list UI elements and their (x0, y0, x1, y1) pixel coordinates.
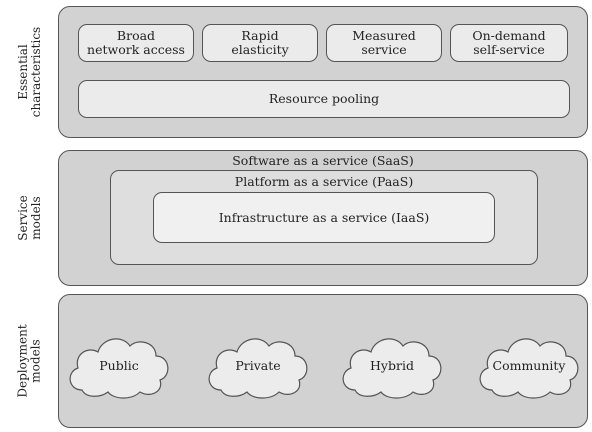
paas-label: Platform as a service (PaaS) (234, 174, 414, 189)
broad-network-access-box: Broad network access (78, 24, 194, 62)
deployment-models-text: Deployment models (16, 324, 43, 398)
cloud-icon (208, 338, 308, 399)
cloud-icon (479, 338, 579, 399)
essential-characteristics-text: Essential characteristics (16, 26, 44, 118)
public-label: Public (99, 357, 139, 373)
deployment-models-label: Deployment models (6, 294, 54, 428)
cloud-icon (342, 338, 442, 399)
on-demand-self-service-box: On-demand self-service (450, 24, 568, 62)
rapid-elasticity-box: Rapid elasticity (202, 24, 318, 62)
resource-pooling-box: Resource pooling (78, 80, 570, 118)
iaas-box: Infrastructure as a service (IaaS) (153, 192, 495, 243)
private-cloud: Private (203, 326, 313, 404)
community-cloud: Community (474, 326, 584, 404)
hybrid-label: Hybrid (370, 357, 414, 373)
essential-characteristics-label: Essential characteristics (6, 6, 54, 138)
private-label: Private (235, 357, 281, 373)
service-models-text: Service models (16, 195, 43, 241)
cloud-icon (69, 338, 169, 399)
public-cloud: Public (64, 326, 174, 404)
measured-service-box: Measured service (326, 24, 442, 62)
community-label: Community (492, 357, 566, 373)
hybrid-cloud: Hybrid (337, 326, 447, 404)
saas-label: Software as a service (SaaS) (232, 153, 414, 168)
service-models-label: Service models (6, 150, 54, 286)
